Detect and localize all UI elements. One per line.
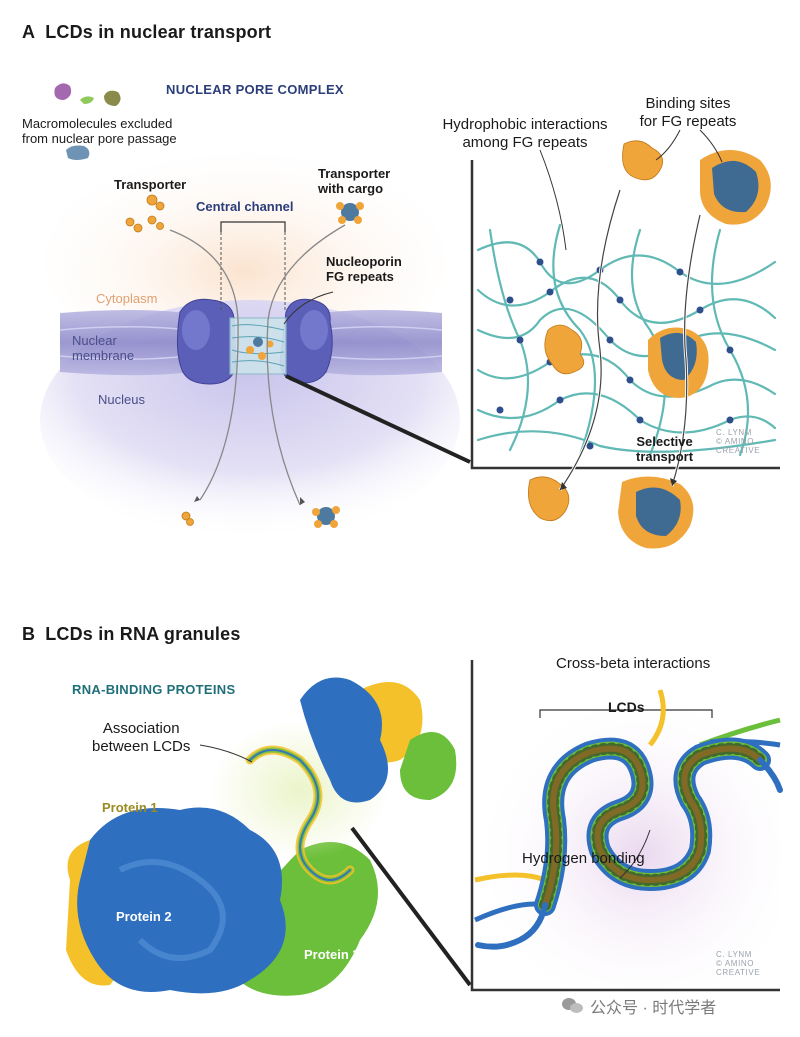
nucleoporin-line2: FG repeats [326, 269, 394, 284]
nuclear-membrane-label: Nuclear membrane [72, 333, 134, 363]
protein-2-shape [77, 807, 286, 994]
watermark: 公众号 · 时代学者 [562, 994, 716, 1018]
hydrophobic-line2: among FG repeats [462, 134, 588, 151]
excluded-label: Macromolecules excluded from nuclear por… [22, 116, 177, 146]
credit-a-line2: © AMINO [716, 437, 755, 446]
transporter-label: Transporter [114, 177, 187, 192]
excluded-label-line1: Macromolecules excluded [22, 116, 173, 131]
excluded-molecule-purple [54, 83, 72, 100]
transporter-molecules [125, 194, 194, 526]
selective-transport-label: Selective transport [636, 434, 693, 464]
nucleoporin-label: Nucleoporin FG repeats [326, 254, 402, 284]
panel-b-heading: B LCDs in RNA granules [22, 624, 241, 645]
wechat-icon [562, 998, 584, 1014]
nucleus-label: Nucleus [98, 392, 145, 407]
npc-title: NUCLEAR PORE COMPLEX [166, 82, 344, 97]
cytoplasm-label: Cytoplasm [96, 291, 158, 306]
cross-beta-zoom [470, 660, 783, 992]
transporter-cargo-label: Transporter with cargo [318, 166, 390, 196]
panel-b-credit: C. LYNM © AMINO CREATIVE [716, 950, 760, 977]
panel-b-letter: B [22, 624, 36, 644]
pore-complex [176, 298, 333, 385]
selective-line2: transport [636, 449, 694, 464]
hydrogen-bonding-label: Hydrogen bonding [522, 850, 645, 867]
panel-a-heading: A LCDs in nuclear transport [22, 22, 271, 43]
lcds-label: LCDs [608, 699, 645, 715]
central-channel-label: Central channel [196, 199, 294, 214]
nuclear-membrane-line2: membrane [72, 348, 135, 363]
binding-line1: Binding sites [645, 95, 731, 112]
binding-sites-label: Binding sites for FG repeats [628, 95, 748, 131]
nuclear-membrane-line1: Nuclear [72, 333, 117, 348]
cross-beta-label: Cross-beta interactions [556, 655, 711, 672]
rna-granule-diagram [66, 677, 472, 996]
credit-a-line1: C. LYNM [716, 428, 753, 437]
binding-line2: for FG repeats [639, 113, 737, 130]
transporter-cargo-line2: with cargo [318, 181, 384, 196]
credit-a-line3: CREATIVE [716, 446, 761, 455]
credit-b-line1: C. LYNM [716, 950, 753, 959]
rbp-title: RNA-BINDING PROTEINS [72, 682, 236, 697]
excluded-molecule-green [80, 96, 94, 104]
fg-repeat-zoom [470, 129, 780, 549]
panel-b-title: LCDs in RNA granules [45, 624, 241, 644]
nucleoporin-line1: Nucleoporin [326, 254, 402, 269]
excluded-molecule-blue [66, 145, 90, 160]
transporters-in-mesh [527, 140, 664, 522]
transporter-cargo-in-mesh [618, 150, 771, 549]
protein-3-label: Protein 3 [304, 947, 360, 962]
association-label: Association between LCDs [92, 720, 190, 756]
panel-a-letter: A [22, 22, 36, 42]
excluded-molecule-olive [104, 90, 121, 106]
credit-b-line3: CREATIVE [716, 968, 761, 977]
protein-2-label: Protein 2 [116, 909, 172, 924]
association-line1: Association [102, 720, 180, 737]
excluded-label-line2: from nuclear pore passage [22, 131, 177, 146]
credit-b-line2: © AMINO [716, 959, 755, 968]
panel-a-credit: C. LYNM © AMINO CREATIVE [716, 428, 760, 455]
hydrophobic-line1: Hydrophobic interactions [442, 116, 608, 133]
transporter-with-cargo [312, 202, 364, 528]
panel-a-title: LCDs in nuclear transport [45, 22, 272, 42]
hydrophobic-label: Hydrophobic interactions among FG repeat… [430, 116, 620, 152]
cross-beta-strands [475, 737, 783, 950]
npc-diagram [40, 83, 471, 540]
transporter-cargo-line1: Transporter [318, 166, 391, 181]
protein-1-label: Protein 1 [102, 800, 158, 815]
selective-line1: Selective [636, 434, 693, 449]
association-line2: between LCDs [92, 738, 191, 755]
watermark-text: 公众号 · 时代学者 [590, 1000, 717, 1017]
